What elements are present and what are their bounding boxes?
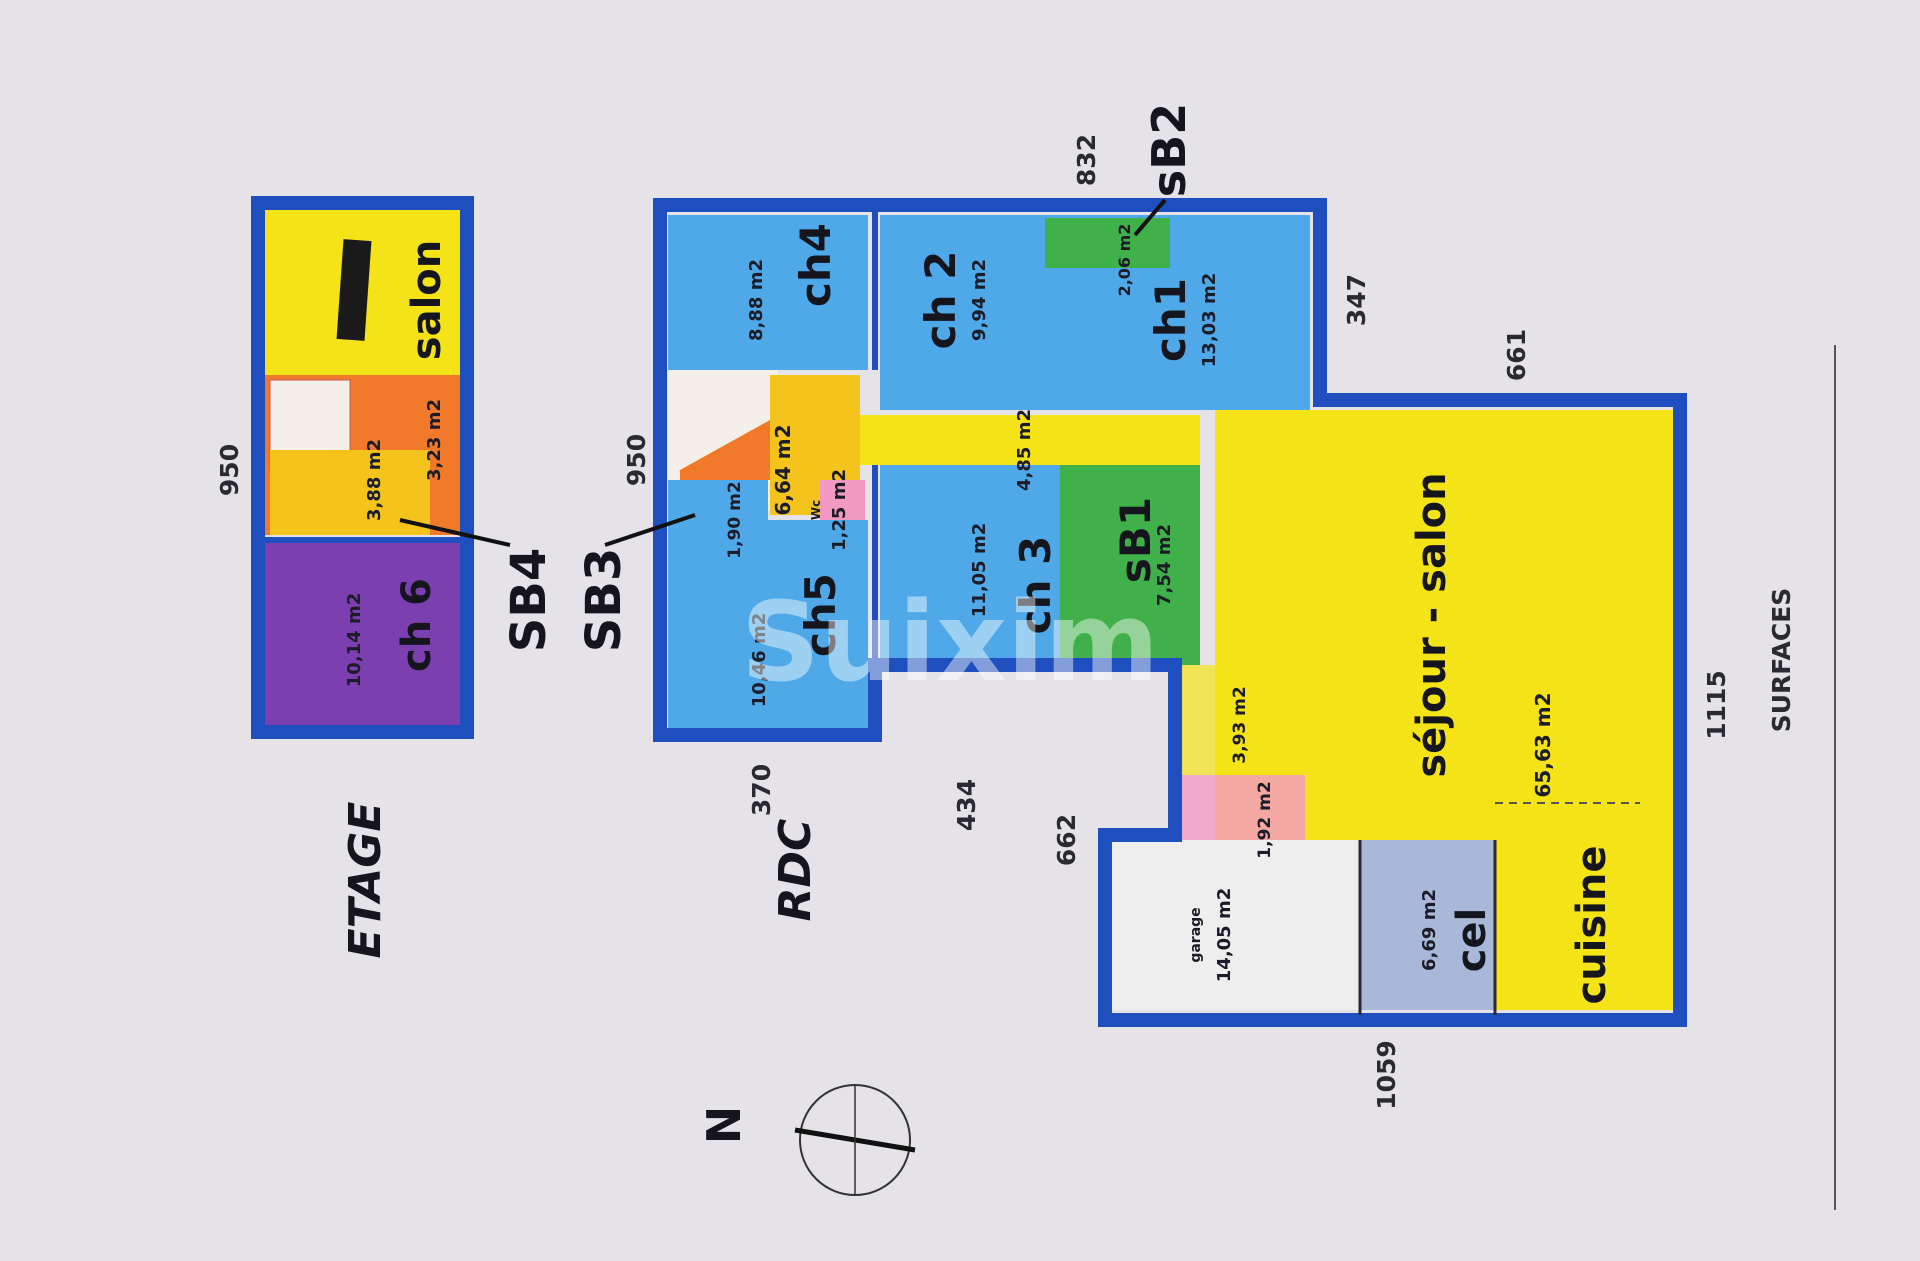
- dim-434: 434: [952, 779, 981, 831]
- upper-landing-area: 3,23 m2: [424, 399, 445, 481]
- sb3-arrow: [604, 513, 696, 547]
- upper-950-dim: 950: [215, 444, 244, 496]
- ch4-area: 8,88 m2: [746, 259, 767, 341]
- ch2-room: [880, 215, 1050, 410]
- upper-sb4-tag: SB4: [501, 548, 557, 653]
- ch3-label: ch 3: [1011, 536, 1060, 635]
- ground-floor: ch4 8,88 m2 ch 2 9,94 m2 2,06 m2 ch1 13,…: [576, 103, 1731, 1110]
- ch3-room: [880, 465, 1060, 665]
- ground-outer-wall: [653, 198, 1687, 1027]
- cel-label: cel: [1449, 908, 1495, 973]
- sb1-area: 7,54 m2: [1154, 524, 1175, 606]
- rdc-label: RDC: [770, 819, 821, 922]
- wc-label: Wc: [809, 500, 823, 520]
- small-room: [1180, 775, 1305, 840]
- ch1-label: ch1: [1146, 278, 1195, 362]
- dim-662: 662: [1052, 814, 1081, 866]
- small-area: 1,92 m2: [1255, 781, 1275, 858]
- watermark: Suixim: [741, 578, 1160, 706]
- ground-950-dim: 950: [622, 434, 651, 486]
- ch4-room: [668, 215, 868, 370]
- ch3-area: 11,05 m2: [969, 523, 990, 617]
- upper-ch6-room: [265, 540, 460, 725]
- compass: N: [697, 1084, 916, 1196]
- corridor-area: 4,85 m2: [1014, 409, 1035, 491]
- upper-sb4-arrow: [399, 518, 511, 547]
- upper-floor: salon 3,23 m2 3,88 m2 10,14 m2 ch 6 SB4 …: [215, 196, 557, 959]
- surfaces-label: SURFACES: [1767, 588, 1796, 733]
- ch5-area: 10,46 m2: [749, 613, 770, 707]
- dim-1059: 1059: [1372, 1040, 1401, 1110]
- cuisine-room: [1495, 800, 1675, 1010]
- cel-area: 6,69 m2: [1419, 889, 1440, 971]
- stair-orange: [680, 420, 770, 480]
- dim-661: 661: [1502, 329, 1531, 381]
- compass-n-label: N: [697, 1106, 751, 1145]
- sb2-tag: sB2: [1142, 103, 1196, 197]
- ch1-area: 13,03 m2: [1199, 273, 1220, 367]
- corridor-room: [860, 415, 1200, 465]
- ch5-label: ch5: [796, 573, 845, 657]
- sb1-label: sB1: [1111, 497, 1160, 583]
- sb2-area: 2,06 m2: [1115, 224, 1134, 297]
- wc-area: 1,25 m2: [829, 469, 850, 551]
- garage-room: [1110, 840, 1360, 1010]
- sb1-room: [1060, 465, 1200, 665]
- upper-outer-wall: [251, 196, 474, 739]
- sejour-label: séjour - salon: [1409, 472, 1455, 777]
- upper-ch6-area: 10,14 m2: [344, 593, 365, 687]
- ch4-label: ch4: [791, 223, 840, 307]
- ch5-room: [668, 520, 868, 730]
- upper-salon-furniture: [336, 239, 372, 341]
- hall-area: 6,64 m2: [771, 424, 795, 515]
- entry-area: 3,93 m2: [1230, 686, 1250, 763]
- cuisine-label: cuisine: [1569, 845, 1615, 1004]
- entry-room: [1180, 665, 1315, 775]
- ch2-area: 9,94 m2: [969, 259, 990, 341]
- etage-label: ETAGE: [340, 802, 391, 959]
- ch2-label: ch 2: [916, 251, 965, 350]
- upper-ch6-label: ch 6: [394, 578, 440, 672]
- sejour-area: 65,63 m2: [1531, 693, 1555, 798]
- garage-label: garage: [1188, 907, 1204, 962]
- sb3-area: 1,90 m2: [725, 481, 745, 558]
- dim-370: 370: [747, 764, 776, 816]
- sb2-room: [1045, 218, 1170, 268]
- garage-area: 14,05 m2: [1214, 888, 1235, 982]
- upper-salon-label: salon: [404, 240, 450, 360]
- dim-832: 832: [1072, 134, 1101, 186]
- dim-1115: 1115: [1702, 670, 1731, 740]
- upper-sb4-area: 3,88 m2: [364, 439, 385, 521]
- sb2-arrow: [1133, 198, 1167, 237]
- cel-room: [1360, 840, 1495, 1010]
- dim-347: 347: [1342, 274, 1371, 326]
- sb3-tag: SB3: [576, 548, 632, 653]
